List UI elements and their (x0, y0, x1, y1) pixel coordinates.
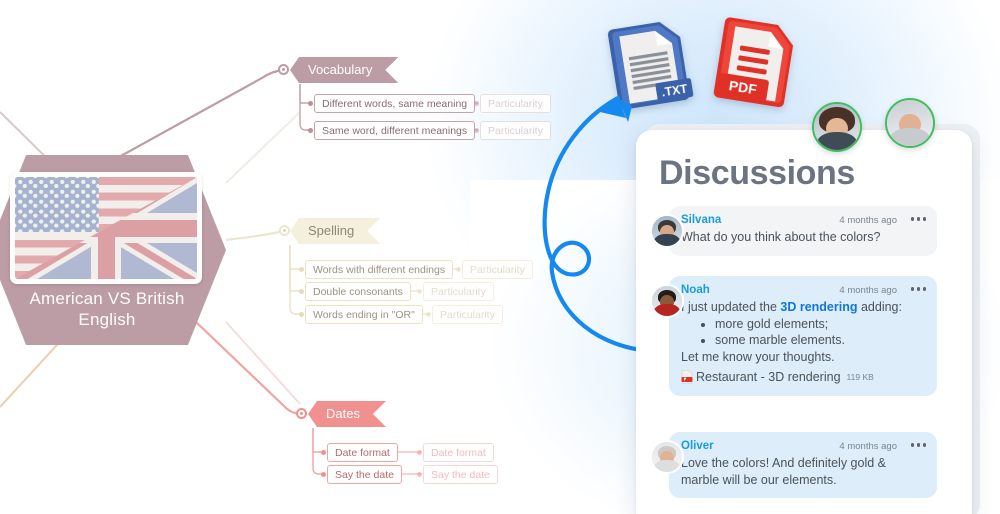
leaf-dot (308, 127, 313, 133)
leaf-dot (299, 288, 304, 294)
message-text: What do you think about the colors? (681, 230, 881, 244)
message-author: Oliver (681, 440, 714, 452)
avatar (650, 214, 684, 248)
leaf-dot (299, 311, 304, 317)
list-item: more gold elements; (715, 316, 925, 333)
leaf-spelling-1[interactable]: Words with different endings (305, 260, 454, 279)
message-line: Love the colors! And definitely gold & (681, 456, 886, 470)
message-intro-before: I just updated the (681, 300, 781, 314)
pdf-file-label: PDF (728, 77, 759, 97)
pdf-file-icon[interactable]: PDF (707, 10, 804, 114)
message-item[interactable]: Noah 4 months ago I just updated the 3D … (650, 276, 937, 396)
leaf-dot (299, 266, 304, 272)
leaf-dot (321, 449, 326, 455)
message-outro: Let me know your thoughts. (681, 349, 835, 364)
more-options-icon[interactable] (910, 443, 926, 447)
message-text: Love the colors! And definitely gold & m… (681, 455, 925, 488)
avatar-glasses-man[interactable] (885, 98, 935, 148)
branch-spelling[interactable]: Spelling (290, 218, 380, 244)
detail-dot (474, 100, 479, 106)
message-text: I just updated the 3D rendering adding: … (681, 299, 925, 386)
discussions-card: Discussions Silvana 4 months ago What do… (636, 130, 972, 514)
leaf-dot (308, 100, 313, 106)
us-uk-flag-image (10, 172, 202, 284)
message-timestamp: 4 months ago (839, 215, 897, 226)
message-highlight: 3D rendering (780, 300, 858, 314)
message-timestamp: 4 months ago (839, 285, 897, 296)
more-options-icon[interactable] (910, 287, 926, 291)
message-intro-after: adding: (857, 300, 902, 314)
branch-toggle-vocabulary[interactable] (278, 64, 289, 75)
detail-dot (456, 266, 461, 272)
leaf-spelling-3[interactable]: Words ending in "OR" (305, 305, 423, 324)
attachment-name: Restaurant - 3D rendering (696, 370, 841, 384)
detail-spelling-3[interactable]: Particularity (432, 305, 503, 324)
message-item[interactable]: Oliver 4 months ago Love the colors! And… (650, 432, 937, 498)
message-line: marble will be our elements. (681, 472, 837, 487)
message-attachment[interactable]: Restaurant - 3D rendering 119 KB (681, 369, 925, 386)
leaf-dot (321, 471, 326, 477)
branch-vocabulary[interactable]: Vocabulary (290, 57, 398, 83)
txt-file-label: .TXT (661, 81, 690, 99)
detail-dot (417, 471, 422, 477)
leaf-dates-1[interactable]: Date format (327, 443, 398, 462)
detail-dates-2[interactable]: Say the date (423, 465, 498, 484)
discussions-panel: Discussions Silvana 4 months ago What do… (636, 98, 984, 514)
branch-toggle-spelling[interactable] (279, 225, 290, 236)
detail-vocabulary-1[interactable]: Particularity (480, 94, 551, 113)
avatar-curly-woman[interactable] (812, 102, 862, 152)
avatar (650, 440, 684, 474)
detail-dot (417, 288, 422, 294)
message-bullet-list: more gold elements; some marble elements… (681, 316, 925, 349)
pdf-attachment-icon (681, 370, 693, 385)
txt-file-icon[interactable]: .TXT (601, 12, 698, 116)
message-item[interactable]: Silvana 4 months ago What do you think a… (650, 206, 937, 256)
detail-spelling-1[interactable]: Particularity (462, 260, 533, 279)
leaf-spelling-2[interactable]: Double consonants (305, 282, 411, 301)
more-options-icon[interactable] (910, 217, 926, 221)
detail-dates-1[interactable]: Date format (423, 443, 494, 462)
detail-vocabulary-2[interactable]: Particularity (480, 121, 551, 140)
leaf-vocabulary-1[interactable]: Different words, same meaning (314, 94, 476, 113)
list-item: some marble elements. (715, 332, 925, 349)
center-node-title: American VS British English (0, 288, 226, 330)
attachment-size: 119 KB (846, 372, 874, 382)
center-title-line-2: English (78, 310, 136, 329)
center-title-line-1: American VS British (29, 289, 185, 308)
detail-dot (474, 127, 479, 133)
message-timestamp: 4 months ago (839, 441, 897, 452)
mindmap-center-node[interactable]: American VS British English (0, 155, 226, 345)
leaf-vocabulary-2[interactable]: Same word, different meanings (314, 121, 476, 140)
leaf-dates-2[interactable]: Say the date (327, 465, 402, 484)
page-title: Discussions (659, 154, 855, 192)
avatar (650, 284, 684, 318)
branch-toggle-dates[interactable] (296, 408, 307, 419)
detail-dot (417, 449, 422, 455)
message-author: Silvana (681, 214, 722, 226)
message-author: Noah (681, 284, 710, 296)
detail-spelling-2[interactable]: Particularity (423, 282, 494, 301)
detail-dot (426, 311, 431, 317)
mindmap: American VS British English Vocabulary D… (0, 0, 551, 484)
